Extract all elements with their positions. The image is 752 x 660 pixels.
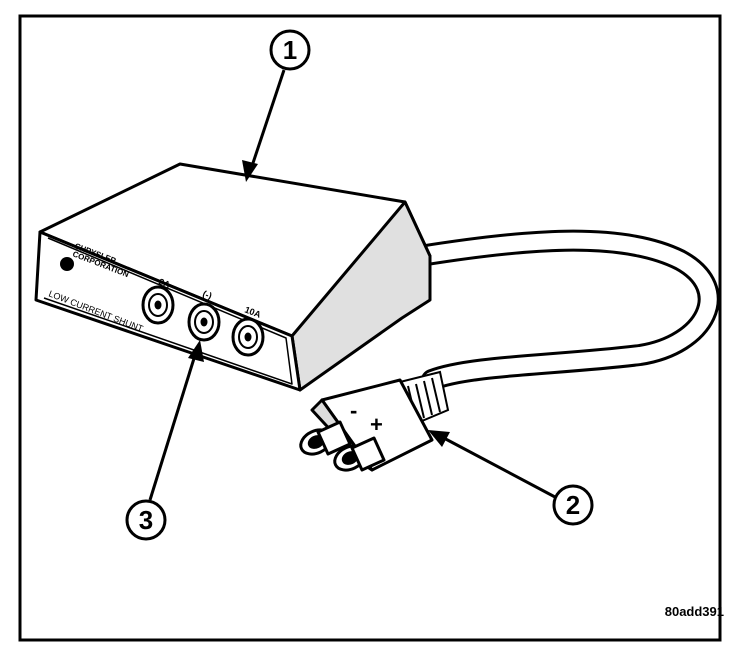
jack-common <box>187 302 221 342</box>
cable <box>409 229 720 391</box>
callout-3: 3 <box>125 340 204 541</box>
jack-10a <box>231 317 265 357</box>
callout-3-number: 3 <box>139 505 153 535</box>
callout-1: 1 <box>242 29 311 182</box>
callout-1-number: 1 <box>283 35 297 65</box>
callout-2-number: 2 <box>566 490 580 520</box>
jack-2a <box>141 285 175 325</box>
callout-2: 2 <box>428 430 594 526</box>
plug-minus-label: - <box>350 398 357 423</box>
jack-label-common: (-) <box>201 289 213 302</box>
reference-code: 80add391 <box>664 604 724 619</box>
plug-plus-label: + <box>370 412 383 437</box>
plug-connector <box>299 378 434 472</box>
